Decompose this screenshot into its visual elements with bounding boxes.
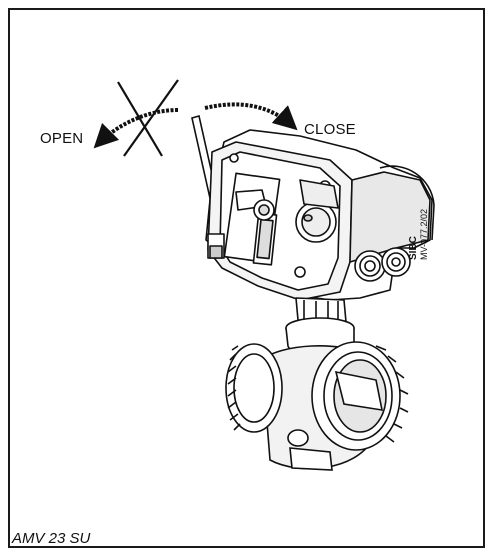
actuator-housing: [205, 129, 435, 323]
close-arrow-icon: [204, 102, 298, 131]
drawing-code: SIBC MV-077.2/02: [408, 180, 448, 260]
open-label: OPEN: [40, 130, 84, 147]
cable-gland: [381, 247, 411, 277]
drawing-code-line2: MV-077.2/02: [419, 208, 429, 260]
cable-gland: [354, 250, 386, 282]
drawing-code-line1: SIBC: [408, 236, 419, 260]
close-label: CLOSE: [304, 121, 356, 138]
figure-caption: AMV 23 SU: [12, 530, 91, 547]
valve-body: [225, 317, 409, 471]
x-mark-icon: [117, 79, 179, 157]
